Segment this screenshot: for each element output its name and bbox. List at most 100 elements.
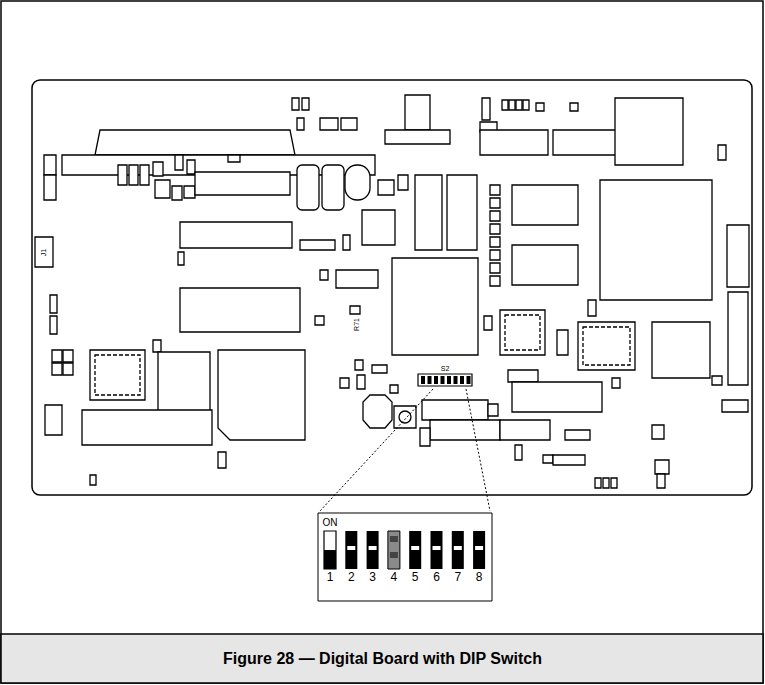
component <box>490 250 500 260</box>
connector <box>728 292 748 385</box>
chip <box>480 130 548 155</box>
component <box>500 420 550 440</box>
component <box>172 186 182 200</box>
component <box>153 162 163 176</box>
component <box>320 118 338 130</box>
component <box>420 428 430 446</box>
component <box>302 98 309 110</box>
component <box>611 478 617 488</box>
chip <box>615 98 683 165</box>
component <box>340 378 349 388</box>
qfp-chip <box>90 350 145 400</box>
component <box>557 330 568 355</box>
component <box>175 155 183 170</box>
switch-window <box>390 552 398 558</box>
qfp-chip <box>500 310 545 355</box>
component <box>228 155 240 162</box>
component <box>52 363 62 375</box>
component <box>385 130 450 144</box>
component <box>390 385 398 393</box>
component <box>603 478 609 488</box>
zoom-leader <box>466 389 490 511</box>
component <box>341 118 357 130</box>
component <box>90 475 96 485</box>
crystal <box>345 165 370 200</box>
component <box>297 118 304 130</box>
component <box>350 306 360 314</box>
component <box>490 276 500 286</box>
component <box>153 340 161 352</box>
connector <box>95 130 295 155</box>
component <box>612 378 620 388</box>
component <box>63 363 73 375</box>
dip-switch <box>418 374 472 386</box>
component <box>553 455 585 465</box>
switch-label: 5 <box>412 571 419 583</box>
component <box>292 98 299 110</box>
chip <box>362 210 395 245</box>
component <box>372 365 387 373</box>
switch-label: 6 <box>433 571 440 583</box>
dip-switch-detail <box>318 513 492 601</box>
component <box>322 165 344 210</box>
component <box>355 360 363 370</box>
component <box>430 420 500 440</box>
switch-label: ON <box>323 518 338 528</box>
switch-window <box>390 536 398 542</box>
dip-lever <box>421 376 425 384</box>
switch-label: 2 <box>348 571 355 583</box>
dip-lever <box>467 376 471 384</box>
component <box>652 425 664 439</box>
component <box>502 100 508 110</box>
chip <box>158 352 210 418</box>
component <box>490 263 500 273</box>
component <box>490 185 500 195</box>
connector <box>727 225 749 287</box>
component <box>588 300 596 316</box>
switch-label: 4 <box>391 571 398 583</box>
switch-window <box>454 546 462 550</box>
switch-body <box>452 531 464 569</box>
dip-lever <box>434 376 438 384</box>
component <box>320 270 328 280</box>
chip <box>512 245 578 285</box>
dip-lever <box>441 376 445 384</box>
switch-body <box>409 531 421 569</box>
switch-window <box>369 546 377 550</box>
dip-levers <box>421 376 471 384</box>
components <box>35 95 749 488</box>
qfp-chip <box>583 327 630 365</box>
zoom-leader <box>320 389 433 511</box>
component <box>722 400 748 412</box>
component <box>515 445 522 460</box>
component <box>490 211 500 221</box>
component <box>363 395 392 428</box>
switch-body <box>431 531 443 569</box>
component <box>509 100 515 110</box>
component <box>300 240 335 250</box>
switch-label: 3 <box>369 571 376 583</box>
potentiometer <box>399 411 411 423</box>
component <box>178 252 184 265</box>
dip-lever <box>428 376 432 384</box>
switch-label: 7 <box>454 571 461 583</box>
component <box>718 145 726 160</box>
switch-body <box>345 531 357 569</box>
component <box>490 237 500 247</box>
component <box>140 165 149 185</box>
chip <box>553 130 618 155</box>
component <box>45 405 62 435</box>
potentiometer <box>394 406 416 428</box>
switch-body <box>473 531 485 569</box>
qfp-chip <box>95 355 140 395</box>
component <box>422 400 488 420</box>
component <box>490 224 500 234</box>
component <box>155 180 170 198</box>
component <box>50 295 57 313</box>
component <box>129 165 138 185</box>
part-label: J1 <box>41 248 48 255</box>
component <box>712 376 722 385</box>
component <box>490 198 500 208</box>
